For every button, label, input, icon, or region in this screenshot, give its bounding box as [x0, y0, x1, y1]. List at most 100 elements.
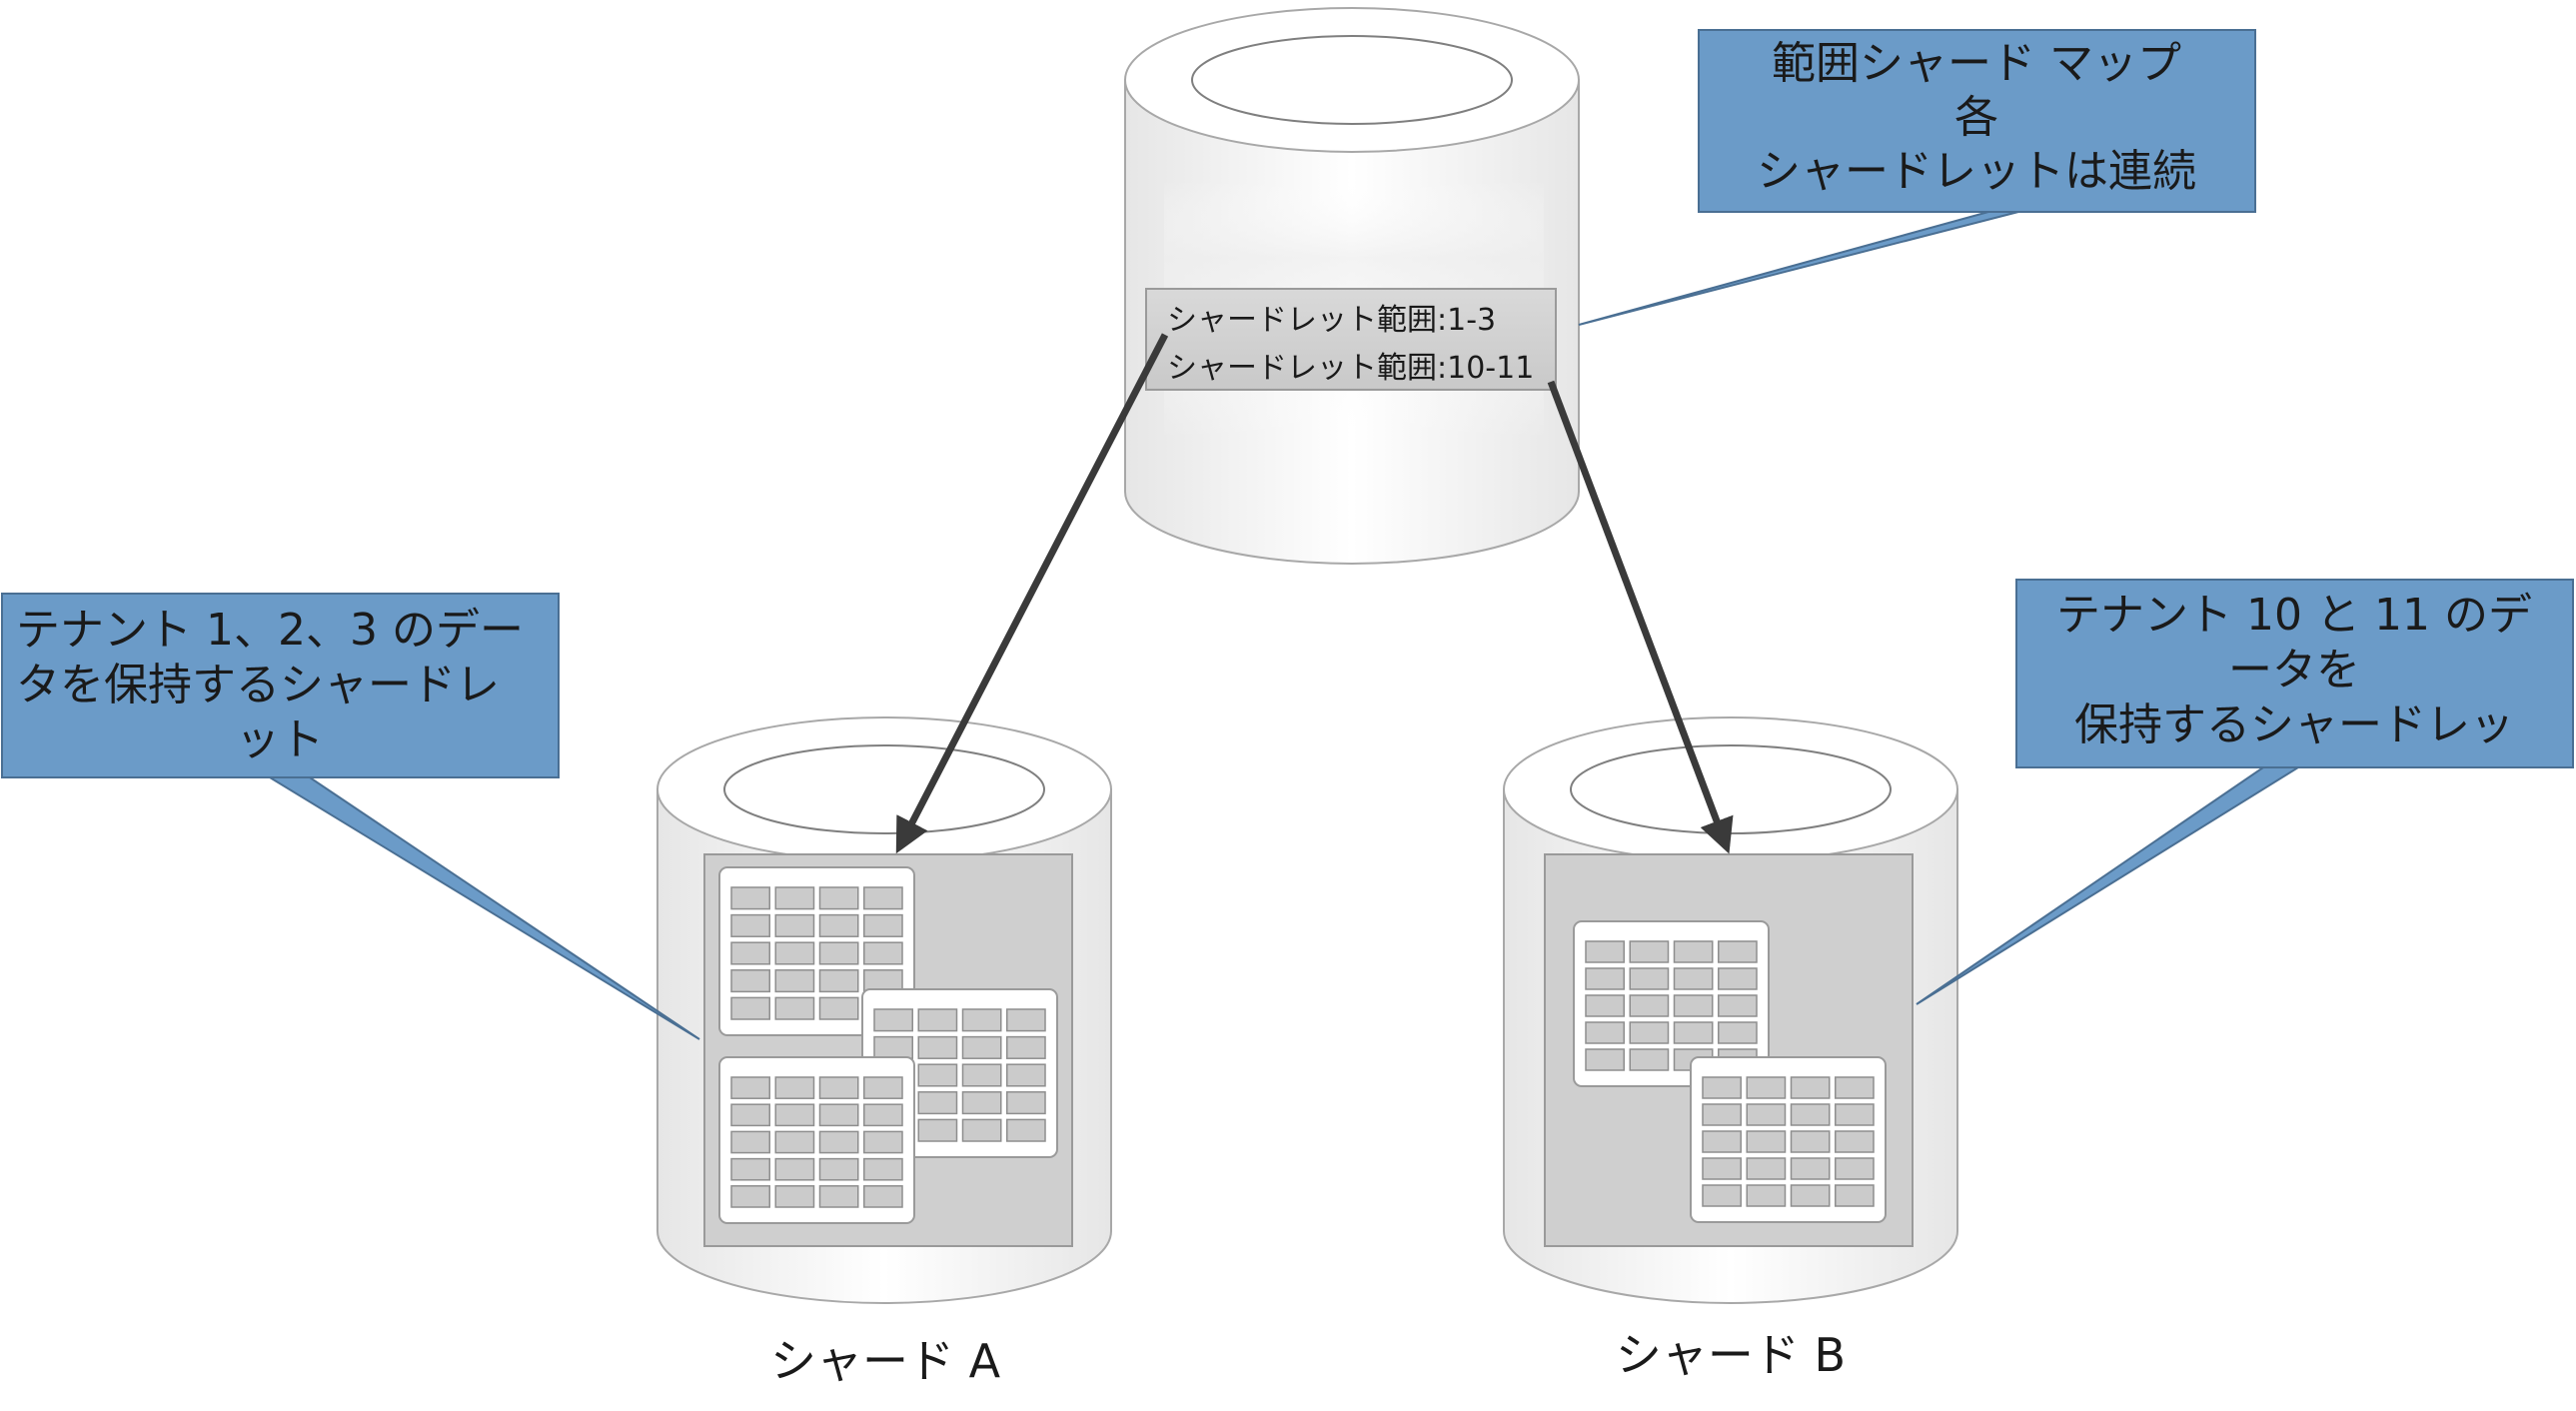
table-cell [863, 913, 903, 937]
table-cell [1629, 967, 1670, 990]
table-cell [1702, 1184, 1742, 1207]
table-cell [774, 1076, 815, 1099]
table-cell [818, 996, 859, 1020]
callout-map-line-3: シャードレットは連続 [1757, 146, 2196, 197]
table-cell [1673, 967, 1714, 990]
shard-b-table-2 [1690, 1056, 1887, 1223]
callout-a-line-1: テナント 1、2、3 のデー [16, 605, 524, 656]
table-cell [774, 969, 815, 993]
table-cell [863, 886, 903, 910]
table-cell [1673, 1021, 1714, 1044]
callout-a-line-2: タを保持するシャードレ [16, 660, 500, 710]
callout-b-line-2: ータを [2228, 645, 2360, 696]
table-cell [1585, 994, 1625, 1017]
table-cell [863, 1103, 903, 1127]
table-cell [917, 1035, 958, 1059]
table-cell [863, 1130, 903, 1154]
table-cell [961, 1008, 1002, 1032]
shard-b-table-1 [1573, 920, 1770, 1087]
table-cell [730, 1130, 770, 1154]
callout-range-shard-map: 範囲シャード マップ 各 シャードレットは連続 [1578, 29, 2256, 326]
table-cell [818, 1130, 859, 1154]
table-cell [818, 886, 859, 910]
table-cell [873, 1008, 913, 1032]
table-cell [1702, 1157, 1742, 1180]
table-cell [730, 941, 770, 965]
arrow-to-shard-a [895, 333, 1169, 854]
table-cell [1673, 940, 1714, 963]
table-cell [961, 1091, 1002, 1115]
table-cell [1006, 1008, 1046, 1032]
table-cell [1702, 1103, 1742, 1126]
table-cell [1835, 1103, 1875, 1126]
table-cell [818, 941, 859, 965]
table-cell [1790, 1103, 1831, 1126]
table-cell [774, 996, 815, 1020]
table-cell [1629, 1021, 1670, 1044]
table-cell [1790, 1130, 1831, 1153]
shard-b-database [1503, 716, 1958, 1304]
table-cell [1746, 1130, 1787, 1153]
table-cell [1629, 940, 1670, 963]
table-cell [774, 941, 815, 965]
table-cell [1629, 994, 1670, 1017]
table-cell [961, 1063, 1002, 1087]
table-cell [917, 1091, 958, 1115]
shardlet-range-1: シャードレット範囲:1-3 [1167, 303, 1496, 338]
shardlet-range-2: シャードレット範囲:10-11 [1167, 351, 1534, 386]
table-cell [1585, 940, 1625, 963]
table-cell [961, 1118, 1002, 1142]
table-cell [818, 1076, 859, 1099]
shard-a-label: シャード A [770, 1334, 1001, 1388]
table-cell [730, 1157, 770, 1181]
table-cell [774, 913, 815, 937]
table-cell [730, 886, 770, 910]
callout-map-line-1: 範囲シャード マップ [1772, 38, 2181, 89]
table-cell [1746, 1103, 1787, 1126]
table-cell [818, 913, 859, 937]
table-cell [1585, 967, 1625, 990]
callout-shard-b: テナント 10 と 11 のデ ータを 保持するシャードレッ [1916, 579, 2574, 1005]
table-cell [730, 913, 770, 937]
table-cell [873, 1035, 913, 1059]
table-cell [730, 1076, 770, 1099]
table-cell [1790, 1184, 1831, 1207]
shard-a-table-1 [718, 866, 915, 1036]
shard-map-database [1124, 7, 1580, 565]
arrow-to-shard-b [1547, 380, 1734, 854]
table-cell [1702, 1130, 1742, 1153]
table-cell [1673, 994, 1714, 1017]
table-cell [1006, 1091, 1046, 1115]
table-cell [818, 969, 859, 993]
shardlet-range-box: シャードレット範囲:1-3 シャードレット範囲:10-11 [1145, 288, 1557, 391]
table-cell [774, 1185, 815, 1208]
table-cell [961, 1035, 1002, 1059]
table-cell [774, 1130, 815, 1154]
table-cell [818, 1157, 859, 1181]
table-cell [1718, 994, 1758, 1017]
table-cell [1718, 967, 1758, 990]
table-cell [1835, 1130, 1875, 1153]
table-cell [1006, 1035, 1046, 1059]
table-cell [1835, 1076, 1875, 1099]
shard-b-label: シャード B [1616, 1328, 1846, 1382]
table-cell [1585, 1021, 1625, 1044]
table-cell [730, 996, 770, 1020]
table-cell [1718, 940, 1758, 963]
callout-map-line-2: 各 [1954, 92, 1998, 143]
table-cell [863, 941, 903, 965]
callout-b-line-3: 保持するシャードレッ [2074, 700, 2514, 750]
table-cell [1006, 1118, 1046, 1142]
table-cell [1629, 1048, 1670, 1071]
table-cell [1835, 1157, 1875, 1180]
table-cell [1585, 1048, 1625, 1071]
table-cell [863, 1076, 903, 1099]
table-cell [774, 1157, 815, 1181]
callout-shard-a: テナント 1、2、3 のデー タを保持するシャードレ ット [1, 593, 700, 1040]
table-cell [730, 969, 770, 993]
table-cell [1835, 1184, 1875, 1207]
table-cell [774, 886, 815, 910]
table-cell [730, 1103, 770, 1127]
table-cell [863, 1185, 903, 1208]
